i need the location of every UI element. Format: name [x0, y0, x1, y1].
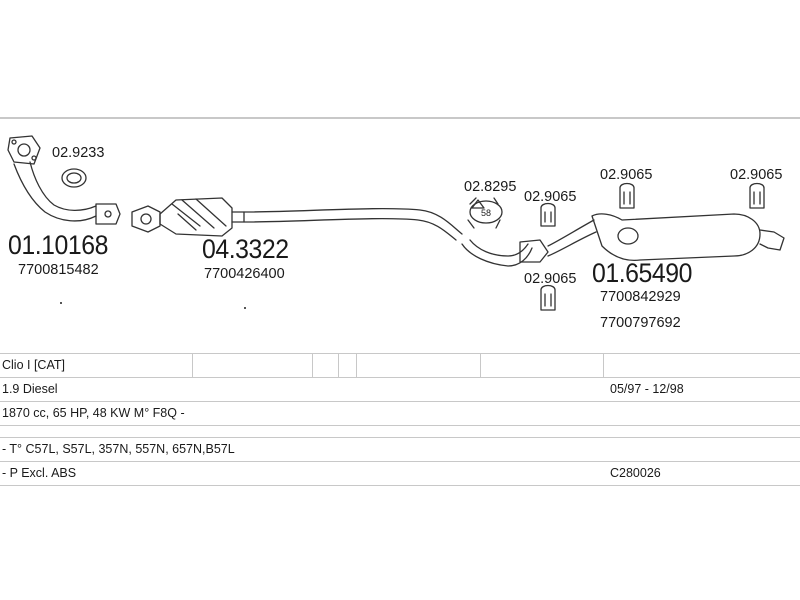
- table-bottom-border: [0, 485, 800, 486]
- downpipe-flange-icon: [7, 135, 41, 165]
- clamp-code: 02.8295: [464, 179, 517, 195]
- gasket-front-code: 02.9233: [52, 145, 105, 161]
- table-row-note: - P Excl. ABS C280026: [0, 461, 800, 486]
- marker-dot: [244, 307, 246, 309]
- catalytic-converter-icon: [159, 197, 245, 237]
- engine-cell: 1.9 Diesel: [2, 382, 58, 396]
- years-cell: 05/97 - 12/98: [610, 382, 684, 396]
- marker-dot: [60, 302, 62, 304]
- rear-silencer-icon: [591, 213, 785, 262]
- cell-divider: [480, 354, 481, 378]
- catalyst-oe-number: 7700426400: [204, 266, 285, 282]
- table-row-engine: 1.9 Diesel 05/97 - 12/98: [0, 377, 800, 402]
- clamp-size-label: 58: [481, 208, 491, 218]
- rubber-mount-rear-right-code: 02.9065: [730, 167, 783, 183]
- table-row-model: Clio I [CAT]: [0, 353, 800, 378]
- rubber-mount-rear-left-code: 02.9065: [600, 167, 653, 183]
- rear-silencer-oe-number-1: 7700842929: [600, 289, 681, 305]
- spec-cell: 1870 cc, 65 HP, 48 KW M° F8Q -: [2, 406, 185, 420]
- clamp-icon: [467, 197, 503, 229]
- cell-divider: [603, 354, 604, 378]
- rubber-mount-mid-bottom-icon: [540, 284, 556, 311]
- catalyst-code: 04.3322: [202, 234, 289, 264]
- rubber-mount-mid-top-icon: [540, 202, 556, 227]
- cell-divider: [312, 354, 313, 378]
- rubber-mount-mid-bottom-code: 02.9065: [524, 271, 577, 287]
- note-cell: - P Excl. ABS: [2, 466, 77, 480]
- catalyst-flange-icon: [131, 205, 161, 233]
- rubber-mount-rear-right-icon: [749, 182, 765, 209]
- rubber-mount-rear-left-icon: [619, 182, 635, 209]
- cell-divider: [338, 354, 339, 378]
- intermediate-pipe-icon: [243, 207, 463, 241]
- downpipe-code: 01.10168: [8, 230, 108, 260]
- cell-divider: [192, 354, 193, 378]
- reference-cell: C280026: [610, 466, 661, 480]
- types-cell: - T° C57L, S57L, 357N, 557N, 657N,B57L: [2, 442, 235, 456]
- model-cell: Clio I [CAT]: [2, 358, 65, 372]
- cell-divider: [356, 354, 357, 378]
- rear-silencer-code: 01.65490: [592, 258, 692, 288]
- table-row-spec: 1870 cc, 65 HP, 48 KW M° F8Q -: [0, 401, 800, 426]
- gasket-ring-icon: [61, 168, 87, 188]
- downpipe-pipe-icon: [13, 161, 121, 225]
- table-row-spacer: [0, 425, 800, 438]
- exhaust-system-drawing: 58: [7, 135, 785, 311]
- table-row-types: - T° C57L, S57L, 357N, 557N, 657N,B57L: [0, 437, 800, 462]
- rubber-mount-mid-top-code: 02.9065: [524, 189, 577, 205]
- top-divider: [0, 117, 800, 119]
- downpipe-oe-number: 7700815482: [18, 262, 99, 278]
- rear-silencer-oe-number-2: 7700797692: [600, 315, 681, 331]
- rear-pipe-icon: [461, 219, 597, 267]
